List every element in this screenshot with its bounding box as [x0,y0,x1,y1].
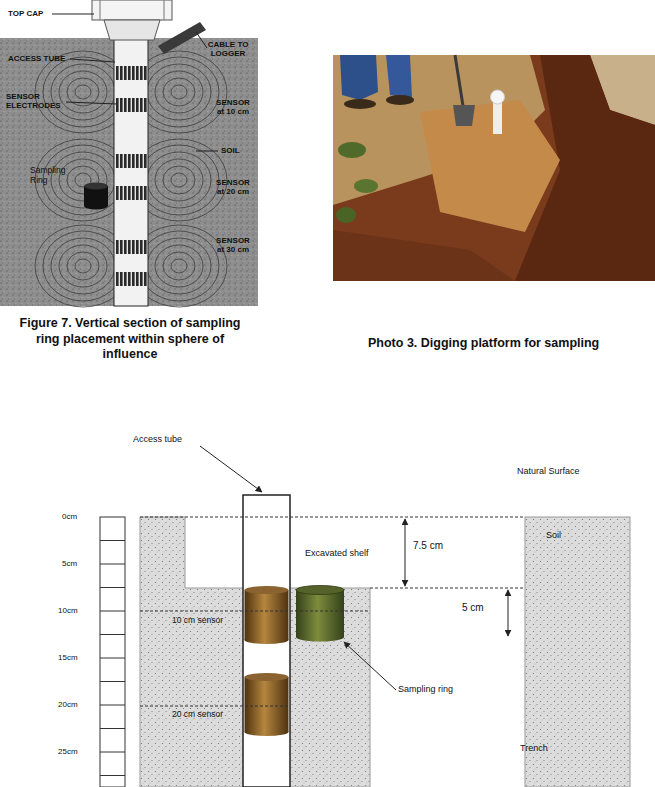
sensor-cylinder [245,673,289,681]
natural-surface-line [140,517,525,518]
part-label: SENSOR at 10 cm [212,98,254,116]
part-label: CABLE TO LOGGER [206,40,250,58]
vegetation [354,179,378,193]
figure-caption: Figure 7. Vertical section of sampling r… [12,316,248,363]
part-label: Trench [520,743,548,753]
depth-scale-label: 15cm [58,653,78,662]
vegetation [338,142,366,158]
part-label: Soil [546,530,561,540]
soil-pile [420,100,560,232]
top-cap [164,0,165,20]
dimension-label: 5 cm [462,602,484,614]
part-label: Excavated shelf [305,548,369,558]
sensor-cylinder [245,590,289,640]
part-label: 10 cm sensor [172,616,223,626]
trench-floor [333,230,515,281]
dimension-arrow [508,590,509,636]
part-label: Sampling ring [398,684,453,694]
sensor-electrode [115,240,147,254]
dimension-label: 7.5 cm [413,540,443,552]
sampling-ring [296,633,344,642]
part-label: TOP CAP [8,9,43,18]
part-label: 20 cm sensor [172,710,223,720]
worker-legs [386,55,412,98]
dimension-arrow [405,519,406,586]
leader-arrow [200,446,262,492]
sensor-electrode [115,66,147,80]
leader-line [52,14,94,15]
sampling-ring [84,203,108,210]
part-label: ACCESS TUBE [8,54,65,63]
sampling-ring [84,183,108,190]
depth-scale-label: 0cm [62,512,77,521]
sensor-cylinder [245,677,289,732]
worker-boot [344,99,376,109]
sensor-electrode [115,186,147,200]
soil-body [0,38,258,306]
sampling-ring [296,590,344,637]
top-cap [92,0,172,20]
sensor-electrode [115,272,147,286]
sensor-cylinder [245,586,289,594]
sensor-electrode [115,98,147,112]
part-label: SOIL [221,146,240,155]
sampling-ring [296,586,344,595]
photo-3 [333,55,655,281]
sensor-cylinder [245,728,289,736]
worker-legs [340,55,378,100]
logger-cable [158,22,206,54]
depth-line [140,706,290,707]
leader-line [196,151,218,152]
access-tube-photo [491,90,505,104]
part-label: Natural Surface [517,466,580,476]
figure-7-section [0,0,258,307]
part-label: Access tube [133,434,182,444]
leader-line [196,32,207,48]
leader-line [70,59,115,62]
top-cap [100,0,101,20]
top-cap [104,20,160,40]
depth-scale-label: 20cm [58,700,78,709]
access-tube [243,495,290,787]
leader-line [66,102,117,104]
part-label: SENSOR at 30 cm [212,236,254,254]
spade [453,105,475,126]
photo-caption: Photo 3. Digging platform for sampling [368,336,599,350]
part-label: Sampling Ring [30,166,78,186]
leader-arrow [344,642,396,690]
depth-ruler [100,517,125,787]
spade [455,55,463,106]
depth-ruler [100,541,125,776]
access-tube [114,38,148,306]
shelf-level-line [370,588,525,589]
part-label: SENSOR ELECTRODES [6,92,68,110]
worker-boot [386,95,414,105]
depth-scale-label: 10cm [58,606,78,615]
vegetation [336,207,356,223]
part-label: SENSOR at 20 cm [212,178,254,196]
depth-scale-label: 5cm [62,559,77,568]
photo-background [333,55,655,281]
sensor-cylinder [245,636,289,644]
sampling-section [100,446,630,787]
sensor-electrode [115,154,147,168]
depth-scale-label: 25cm [58,747,78,756]
depth-line [140,611,370,612]
